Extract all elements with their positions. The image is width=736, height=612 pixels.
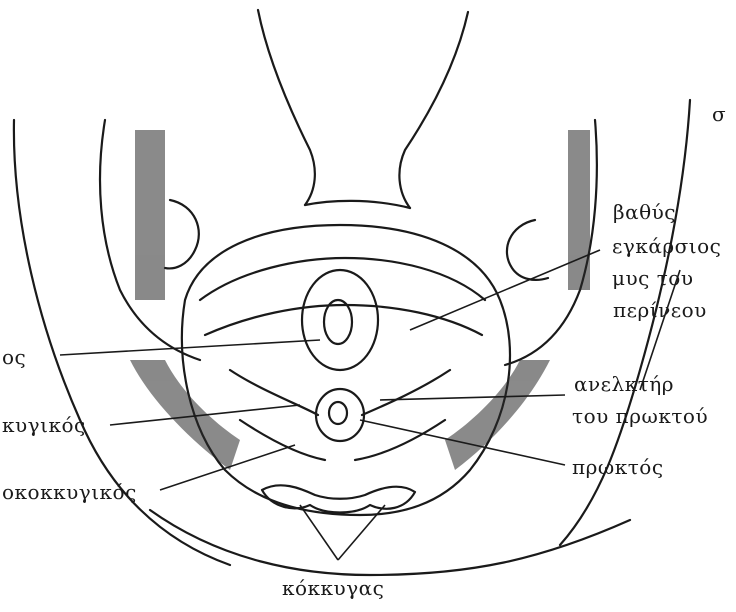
label-deep-transverse-4: περίνεου bbox=[613, 298, 707, 322]
right-hip-bulge bbox=[507, 220, 548, 280]
label-deep-transverse-2: εγκάρσιος bbox=[612, 234, 721, 258]
deep-transverse-band-lower bbox=[205, 305, 482, 335]
label-levator-1: ανελκτήρ bbox=[574, 372, 674, 396]
label-deep-transverse-3: μυς του bbox=[612, 266, 693, 290]
urogenital-inner bbox=[324, 300, 352, 344]
label-left-1: ος bbox=[2, 345, 26, 369]
label-rectum: πρωκτός bbox=[572, 455, 664, 479]
crotch-curve bbox=[305, 201, 410, 208]
label-left-2: κυγικός bbox=[2, 413, 86, 437]
urogenital-opening bbox=[302, 270, 378, 370]
label-coccyx: κόκκυγας bbox=[282, 576, 384, 600]
bottom-curve bbox=[150, 510, 630, 575]
anus-inner bbox=[329, 402, 347, 424]
coccyx-shape bbox=[262, 485, 415, 512]
leader-levator bbox=[380, 395, 565, 400]
left-thigh-shade bbox=[135, 130, 165, 300]
levator-right-lower bbox=[355, 420, 445, 460]
label-deep-transverse-1: βαθύς bbox=[613, 200, 676, 224]
anus-ring bbox=[316, 389, 364, 441]
deep-transverse-band bbox=[200, 258, 485, 300]
left-leg-outline bbox=[258, 10, 315, 205]
label-left-3: οκοκκυγικός bbox=[2, 480, 137, 504]
levator-right bbox=[362, 370, 450, 415]
right-fossa-shade bbox=[445, 360, 550, 470]
label-levator-2: του πρωκτού bbox=[572, 404, 708, 428]
left-hip-bulge bbox=[165, 200, 199, 268]
levator-left-lower bbox=[240, 420, 325, 460]
leader-left-1 bbox=[60, 340, 320, 355]
fragment-label-top-right: σ bbox=[712, 102, 726, 126]
right-thigh-shade bbox=[568, 130, 590, 290]
right-leg-outline bbox=[399, 12, 468, 208]
